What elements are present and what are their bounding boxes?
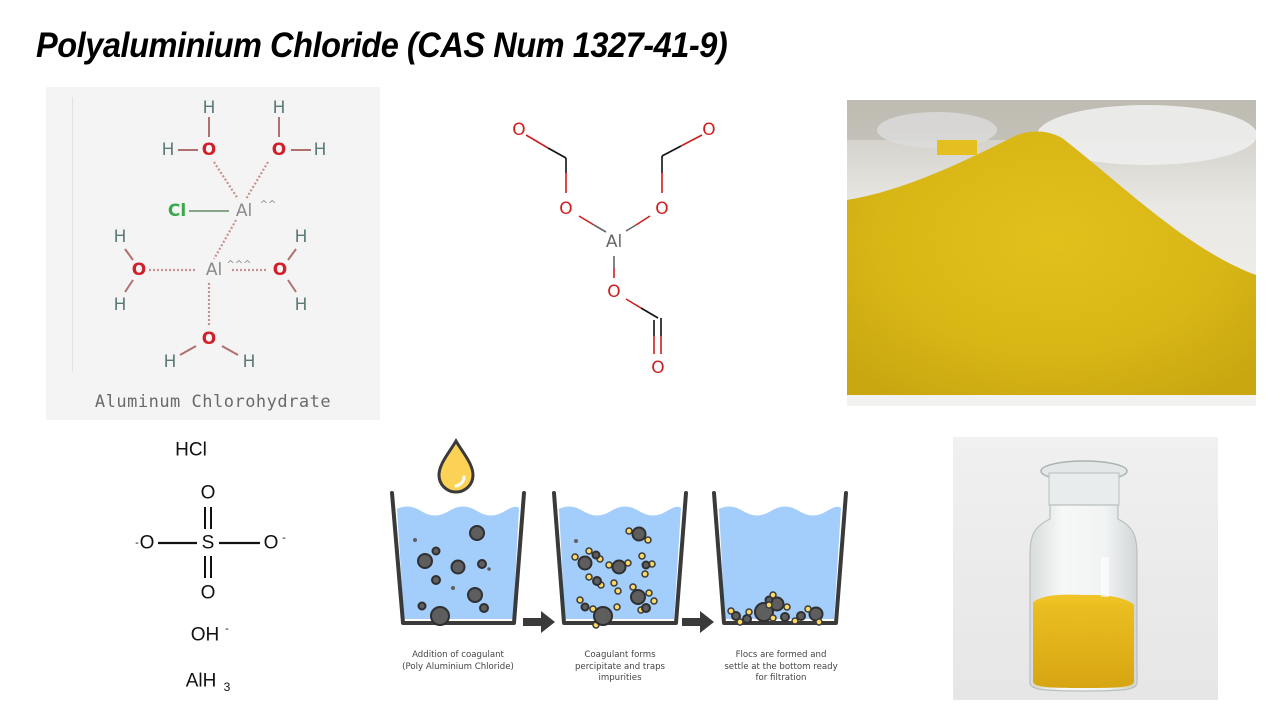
svg-text:O: O xyxy=(655,199,668,219)
svg-text:^^^: ^^^ xyxy=(226,260,251,271)
svg-text:H: H xyxy=(164,352,177,372)
svg-text:Al: Al xyxy=(606,232,622,252)
step-1-caption: Addition of coagulant (Poly Aluminium Ch… xyxy=(402,650,514,672)
arrow-right-icon xyxy=(523,611,555,633)
aluminum-chlorohydrate-structure: H H H O O H Cl Al ^^ H H O Al ^^^ O H H … xyxy=(46,87,380,420)
pac-powder-photo xyxy=(847,100,1256,406)
step-2-caption: Coagulant forms percipitate and traps im… xyxy=(574,650,666,683)
svg-text:O: O xyxy=(140,533,155,554)
svg-text:O: O xyxy=(202,329,216,349)
beaker-step-1 xyxy=(390,491,526,626)
process-beakers xyxy=(390,438,848,633)
structure-caption: Aluminum Chlorohydrate xyxy=(94,392,332,412)
aluminum-formate-structure: O O O O Al O O xyxy=(468,98,758,393)
svg-text:Al: Al xyxy=(206,260,222,280)
svg-text:O: O xyxy=(273,260,287,280)
svg-text:O: O xyxy=(272,140,286,160)
svg-text:H: H xyxy=(243,352,256,372)
pac-jar-photo xyxy=(953,437,1218,700)
svg-text:^^: ^^ xyxy=(260,200,277,211)
svg-text:O: O xyxy=(607,282,620,302)
coagulation-process-diagram: Addition of coagulant (Poly Aluminium Ch… xyxy=(383,435,853,690)
svg-text:O: O xyxy=(264,533,279,554)
svg-text:H: H xyxy=(295,295,308,315)
alh3-formula: AlH xyxy=(186,671,217,692)
svg-text:-: - xyxy=(225,623,229,635)
step-3-caption: Flocs are formed and settle at the botto… xyxy=(724,650,838,683)
svg-text:-: - xyxy=(282,532,286,544)
svg-text:H: H xyxy=(114,295,127,315)
svg-text:O: O xyxy=(201,483,216,504)
svg-text:-: - xyxy=(135,537,139,549)
beaker-step-2 xyxy=(552,491,688,629)
svg-text:O: O xyxy=(132,260,146,280)
formate-molecule-diagram: O O O O Al O O xyxy=(512,120,715,378)
svg-text:O: O xyxy=(559,199,572,219)
svg-text:3: 3 xyxy=(224,680,231,694)
coagulant-drop-icon xyxy=(437,438,475,494)
svg-text:Cl: Cl xyxy=(168,201,186,221)
ion-structures: HCl O - O S O - O OH - AlH 3 xyxy=(125,435,295,700)
svg-text:O: O xyxy=(202,140,216,160)
svg-text:H: H xyxy=(162,140,175,160)
svg-text:H: H xyxy=(295,227,308,247)
svg-text:S: S xyxy=(202,533,215,554)
slide-title: Polyaluminium Chloride (CAS Num 1327-41-… xyxy=(36,26,728,65)
beaker-step-3 xyxy=(712,491,848,626)
arrow-right-icon xyxy=(682,611,714,633)
svg-text:O: O xyxy=(201,583,216,604)
ach-molecule-diagram: H H H O O H Cl Al ^^ H H O Al ^^^ O H H … xyxy=(114,98,327,372)
svg-text:H: H xyxy=(273,98,286,118)
hcl-formula: HCl xyxy=(175,440,207,461)
svg-text:O: O xyxy=(702,120,715,140)
svg-text:H: H xyxy=(314,140,327,160)
svg-text:O: O xyxy=(651,358,664,378)
svg-text:Al: Al xyxy=(236,201,252,221)
svg-text:O: O xyxy=(512,120,525,140)
divider-line xyxy=(72,97,73,372)
hydroxide-formula: OH xyxy=(191,625,220,646)
svg-text:H: H xyxy=(203,98,216,118)
svg-text:H: H xyxy=(114,227,127,247)
